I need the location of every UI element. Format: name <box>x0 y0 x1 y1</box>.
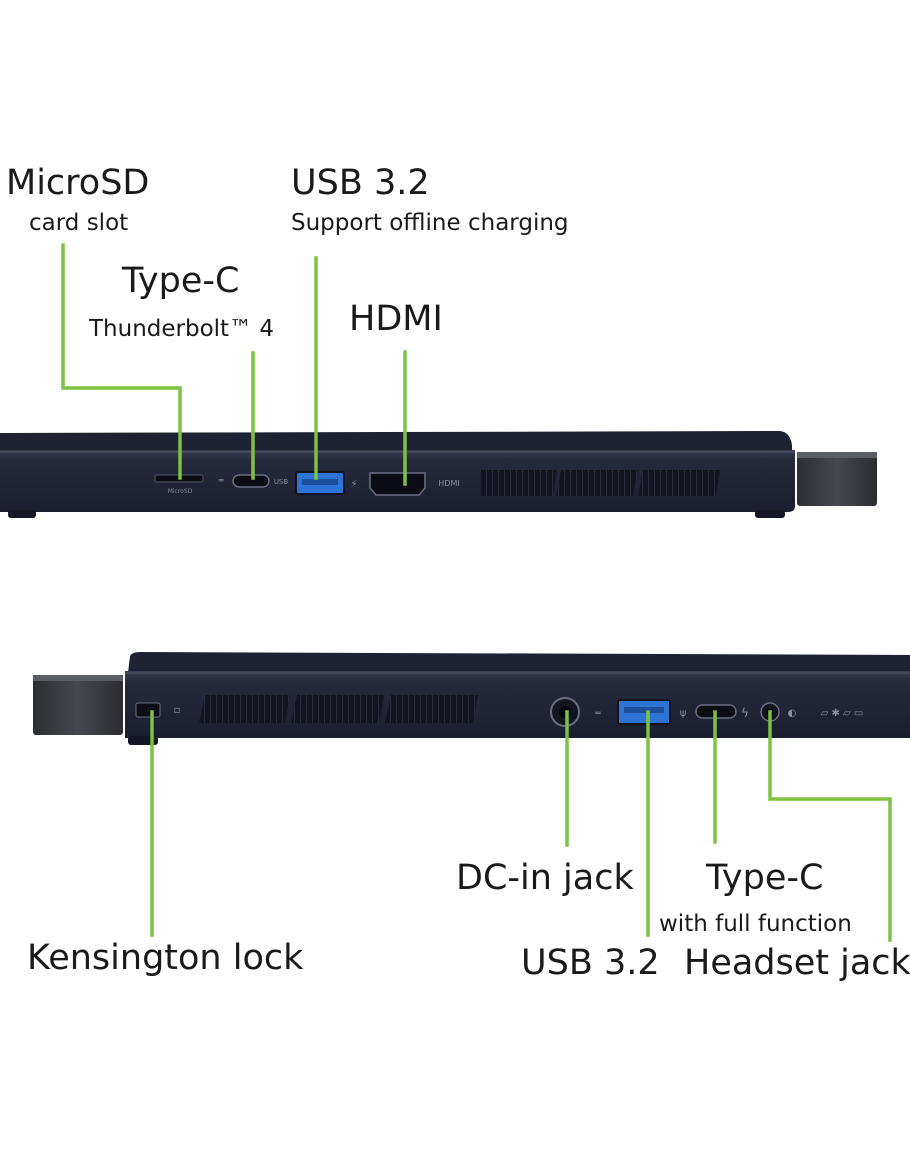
bottom-laptop-lid <box>128 652 910 673</box>
top-typec-port <box>232 474 270 488</box>
thunderbolt-icon: ϟ <box>741 706 749 720</box>
headset-icon: ◐ <box>788 708 797 719</box>
svg-text:═: ═ <box>594 709 601 719</box>
top-hdmi-marking: HDMI <box>438 479 459 488</box>
kensington-label: Kensington lock <box>27 938 304 978</box>
hdmi-title: HDMI <box>349 299 443 339</box>
lock-icon: ▫ <box>174 705 181 716</box>
bottom-laptop: ▫ ═ ψ ϟ ◐ ▱ ✱ ▱ ▭ <box>33 652 910 745</box>
top-usb-title: USB 3.2 <box>291 163 430 203</box>
top-laptop: MicroSD ═ USB ⚡ HDMI <box>0 431 877 518</box>
microsd-subtitle: card slot <box>29 210 129 236</box>
top-vent-1 <box>481 470 557 496</box>
top-typec-title: Type-C <box>122 261 240 301</box>
svg-text:═: ═ <box>218 476 224 485</box>
leader-microsd <box>61 243 182 480</box>
bottom-typec-title: Type-C <box>706 858 824 898</box>
top-typec-marking: USB <box>274 478 289 486</box>
bottom-vent-2 <box>291 695 384 723</box>
top-hinge <box>797 452 877 506</box>
top-usb-subtitle: Support offline charging <box>291 210 569 236</box>
bottom-usb-label: USB 3.2 <box>521 943 660 983</box>
bottom-vent-1 <box>199 695 290 723</box>
microsd-title: MicroSD <box>6 163 150 203</box>
headset-label: Headset jack <box>684 943 910 983</box>
top-vent-3 <box>638 470 720 496</box>
top-vent-2 <box>556 470 638 496</box>
top-laptop-foot-right <box>755 510 785 518</box>
top-hdmi-port <box>369 472 426 496</box>
bottom-vent-3 <box>385 695 478 723</box>
bottom-typec-subtitle: with full function <box>659 911 852 937</box>
svg-text:ψ: ψ <box>680 708 687 719</box>
leader-headset <box>768 710 892 942</box>
leader-lines <box>61 243 892 942</box>
top-typec-subtitle: Thunderbolt™ 4 <box>89 316 275 342</box>
bottom-hinge <box>33 675 123 735</box>
dcin-label: DC-in jack <box>456 858 634 898</box>
top-laptop-foot-left <box>8 510 36 518</box>
kensington-slot <box>135 702 161 718</box>
microsd-marking: MicroSD <box>168 488 193 495</box>
svg-text:⚡: ⚡ <box>350 479 357 490</box>
led-indicators: ▱ ✱ ▱ ▭ <box>821 708 864 719</box>
top-laptop-lid <box>0 431 792 452</box>
